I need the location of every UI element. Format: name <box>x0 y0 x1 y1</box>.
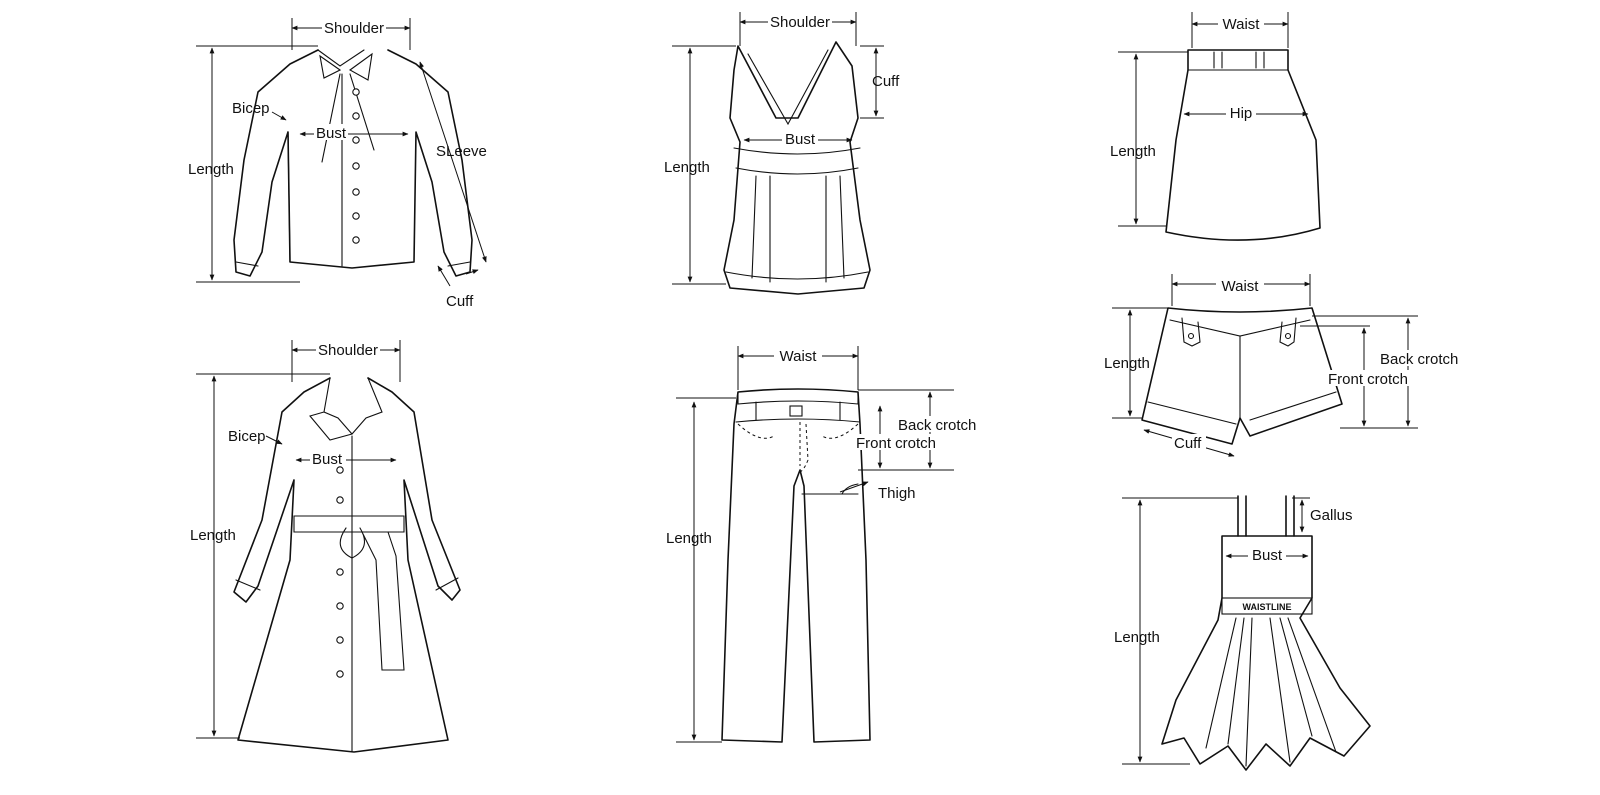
pants-fly <box>799 423 809 473</box>
tank-cuff-label: Cuff <box>872 73 900 90</box>
skirt-hip-label: Hip <box>1230 105 1253 122</box>
tank-neckline <box>747 49 829 126</box>
dress-waistline-band <box>1221 597 1313 615</box>
dress-skirt-folds <box>1205 617 1337 767</box>
pants-back-crotch-label: Back crotch <box>898 417 976 434</box>
shorts-outline <box>1141 307 1343 445</box>
shirt-bicep-label: Bicep <box>232 100 270 117</box>
dress-waistline-label: WAISTLINE <box>1243 602 1292 612</box>
shorts-pocket-tabs <box>1181 317 1297 347</box>
dress-length-label: Length <box>1114 629 1160 646</box>
skirt-diagram: Waist Hip Length <box>1110 12 1321 241</box>
shorts-waist-label: Waist <box>1222 278 1260 295</box>
shirt-diagram: Shoulder Bicep Bust Length SLeeve Cuff <box>188 18 487 310</box>
pants-thigh-label: Thigh <box>878 485 916 502</box>
dress-outline <box>1161 535 1371 771</box>
dress-gallus-label: Gallus <box>1310 507 1353 524</box>
shorts-front-crotch-label: Front crotch <box>1328 371 1408 388</box>
tank-shoulder-label: Shoulder <box>770 14 830 31</box>
coat-bicep-label: Bicep <box>228 428 266 445</box>
coat-bust-label: Bust <box>312 451 343 468</box>
coat-cuff-left <box>235 579 261 591</box>
tank-empire-band <box>733 147 861 175</box>
pants-waistband <box>735 391 861 423</box>
shirt-cuff-right <box>447 261 471 267</box>
skirt-outline <box>1165 49 1321 241</box>
coat-buttons <box>336 466 344 678</box>
pants-front-pockets <box>737 422 859 466</box>
dress-straps <box>1237 495 1295 537</box>
pants-diagram: Waist Length Back crotch Front crotch Th… <box>666 346 980 743</box>
shirt-bow <box>319 52 375 163</box>
tank-length-label: Length <box>664 159 710 176</box>
shirt-buttons <box>352 88 360 244</box>
shorts-diagram: Waist Length Back crotch Front crotch Cu… <box>1104 274 1464 457</box>
shirt-cuff-dimension <box>437 265 451 287</box>
coat-belt <box>293 515 405 671</box>
shirt-cuff-label: Cuff <box>446 293 474 310</box>
pants-length-label: Length <box>666 530 712 547</box>
shorts-cuff-label: Cuff <box>1174 435 1202 452</box>
tank-pleats <box>751 175 845 283</box>
shirt-length-label: Length <box>188 161 234 178</box>
shirt-bust-label: Bust <box>316 125 347 142</box>
shorts-cuffs <box>1147 391 1337 425</box>
tank-body-outline <box>723 41 871 295</box>
shorts-length-label: Length <box>1104 355 1150 372</box>
shirt-sleeve-dimension <box>419 61 487 263</box>
shirt-cuff-left <box>235 261 259 267</box>
dress-diagram: WAISTLINE Bust Gallus Length <box>1114 495 1371 771</box>
pants-waist-button <box>789 405 803 417</box>
tank-bust-label: Bust <box>785 131 816 148</box>
dress-bust-label: Bust <box>1252 547 1283 564</box>
shirt-shoulder-label: Shoulder <box>324 20 384 37</box>
tank-hem <box>725 271 869 280</box>
coat-body-outline <box>233 377 461 753</box>
coat-cuff-right <box>435 577 459 591</box>
shirt-sleeve-label: SLeeve <box>436 143 487 160</box>
skirt-belt-loops <box>1213 51 1265 69</box>
pants-outline <box>721 388 871 743</box>
coat-lapel <box>309 377 383 441</box>
pants-front-crotch-label: Front crotch <box>856 435 936 452</box>
shorts-back-crotch-label: Back crotch <box>1380 351 1458 368</box>
coat-diagram: Shoulder Bicep Bust Length <box>190 340 461 753</box>
shirt-sleeve-seam-left <box>287 131 291 263</box>
coat-bicep-dimension <box>265 435 283 445</box>
shirt-collar <box>317 49 365 67</box>
coat-length-label: Length <box>190 527 236 544</box>
skirt-waist-label: Waist <box>1223 16 1261 33</box>
shirt-bicep-dimension <box>271 111 287 121</box>
coat-shoulder-label: Shoulder <box>318 342 378 359</box>
skirt-length-label: Length <box>1110 143 1156 160</box>
tank-top-diagram: Shoulder Cuff Length Bust <box>664 12 900 295</box>
pants-waist-label: Waist <box>780 348 818 365</box>
